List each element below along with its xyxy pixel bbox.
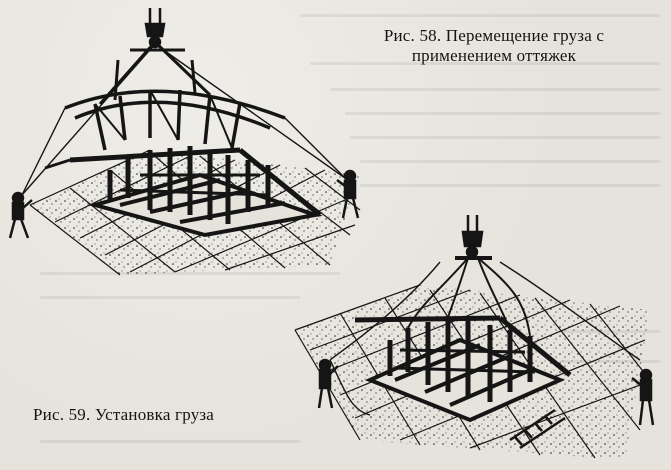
slings-59 xyxy=(407,256,531,337)
load-posts-58 xyxy=(107,146,271,224)
figure-59-caption: Рис. 59. Установка груза xyxy=(33,405,215,424)
outrigger-beams-59 xyxy=(354,315,572,377)
figure-58-caption: Рис. 58. Перемещение груза с применением… xyxy=(344,26,644,66)
worker-figure-right-58 xyxy=(336,169,360,219)
worker-figure-left-59 xyxy=(317,358,339,409)
worker-figure-right-59 xyxy=(631,368,655,426)
truss-frame-58 xyxy=(64,89,286,151)
outrigger-beams-58 xyxy=(44,147,322,217)
apex-rigging-58 xyxy=(98,40,212,105)
guy-ropes-59 xyxy=(329,261,641,416)
figure-58-caption-line2: применением оттяжек xyxy=(411,46,577,65)
worker-figure-left-58 xyxy=(8,191,33,239)
ladder-59 xyxy=(509,408,566,450)
figure-58-drawing xyxy=(8,8,361,276)
crane-hook-59 xyxy=(461,215,484,259)
crane-hook-58 xyxy=(144,8,166,49)
figure-58-caption-line1: Рис. 58. Перемещение груза с xyxy=(383,26,605,45)
guy-ropes-58 xyxy=(21,43,346,196)
figure-59-drawing xyxy=(294,215,655,460)
